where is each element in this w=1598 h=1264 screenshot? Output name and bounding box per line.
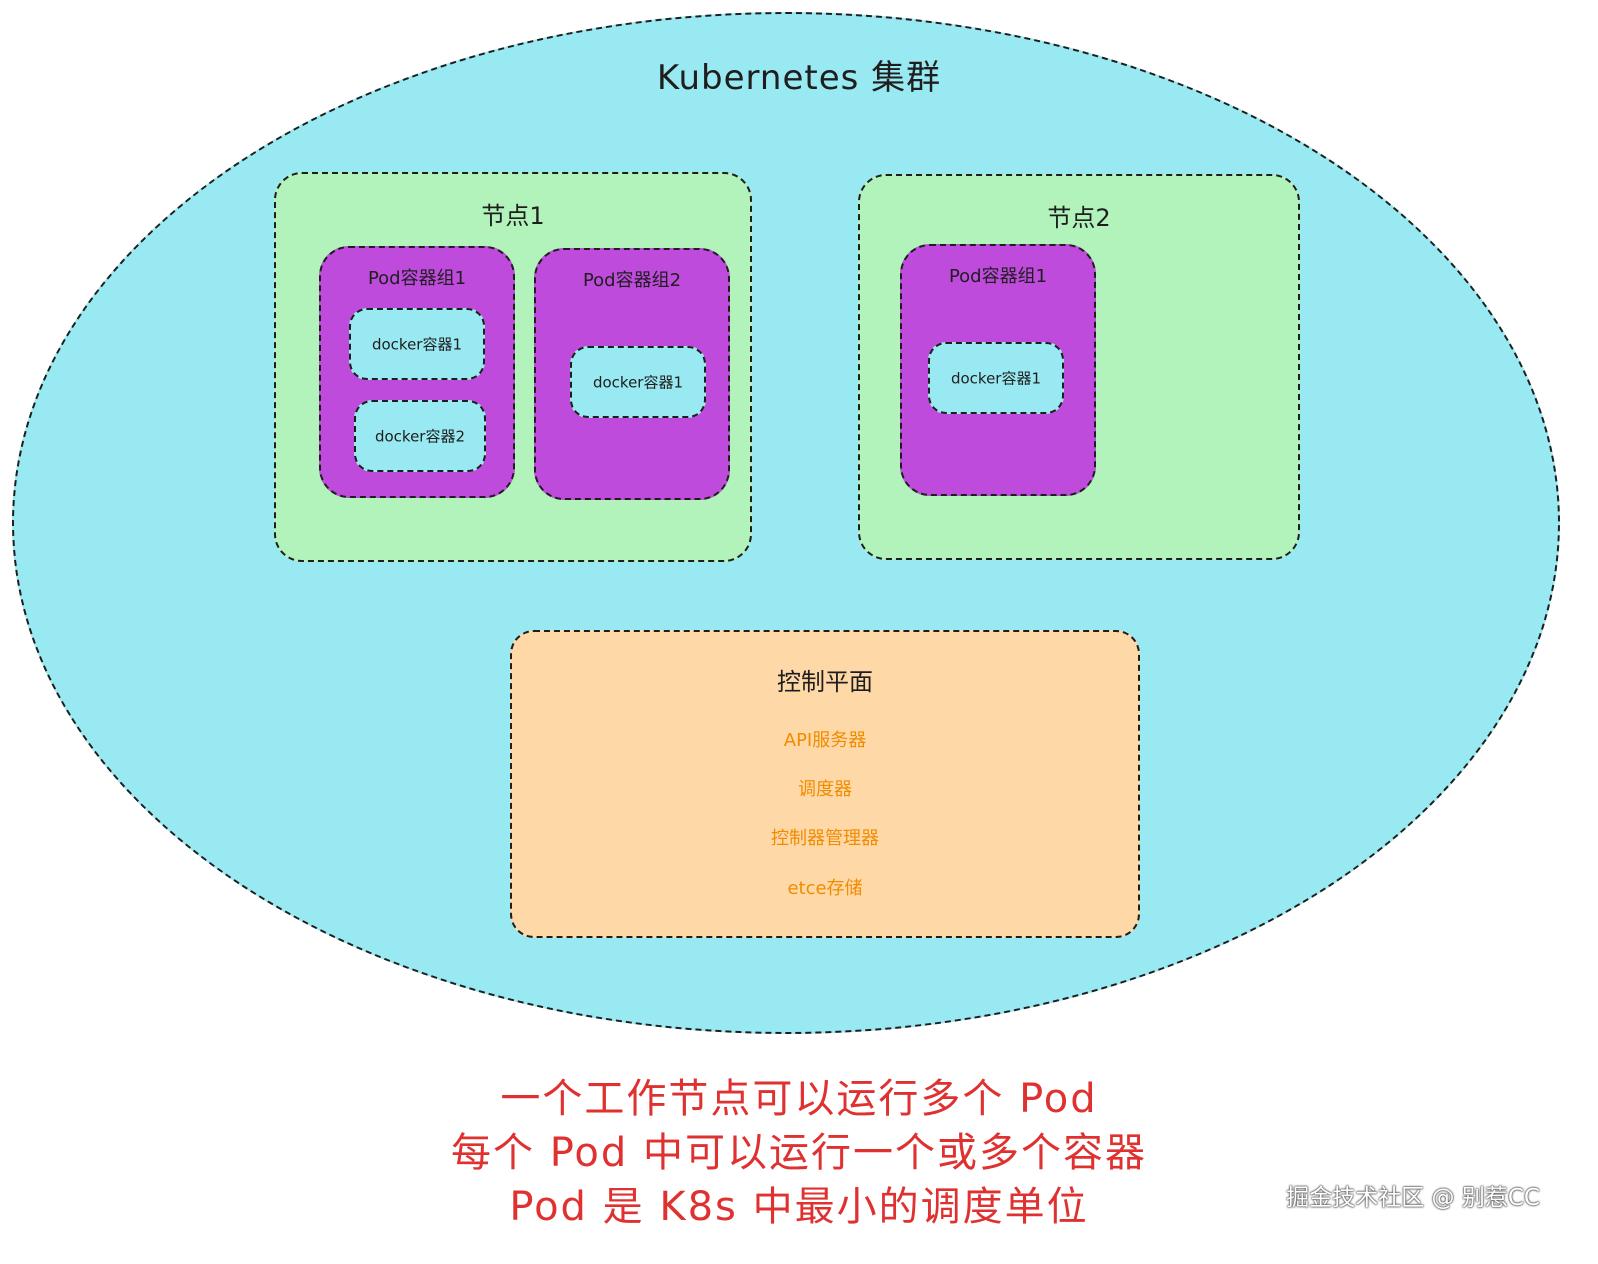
container-label: docker容器1 [950,369,1042,388]
control-plane-title: 控制平面 [777,668,873,696]
node-2-pod-1-container-1: docker容器1 [928,342,1064,414]
cluster-title: Kubernetes 集群 [656,58,942,98]
pod-label: Pod容器组2 [582,270,682,291]
node-1-pod-1-container-1: docker容器1 [349,308,485,380]
caption-line-2: 每个 Pod 中可以运行一个或多个容器 [451,1130,1147,1176]
caption-line-3: Pod 是 K8s 中最小的调度单位 [509,1184,1089,1230]
control-plane: 控制平面 API服务器 调度器 控制器管理器 etce存储 [510,630,1140,938]
node-1-pod-1: Pod容器组1 docker容器1 docker容器2 [319,246,515,498]
node-1: 节点1 Pod容器组1 docker容器1 docker容器2 Pod容器组2 … [274,172,752,562]
control-plane-item-etcd-storage: etce存储 [787,878,863,899]
control-plane-item-api-server: API服务器 [783,730,867,751]
node-1-pod-2: Pod容器组2 docker容器1 [534,248,730,500]
pod-label: Pod容器组1 [367,268,467,289]
control-plane-item-controller-manager: 控制器管理器 [771,828,879,849]
node-1-label: 节点1 [481,202,545,230]
control-plane-item-scheduler: 调度器 [798,779,852,800]
container-label: docker容器1 [592,373,684,392]
watermark: 掘金技术社区 @ 别惹CC [1286,1185,1540,1211]
container-label: docker容器2 [374,427,466,446]
node-1-pod-2-container-1: docker容器1 [570,346,706,418]
caption-line-1: 一个工作节点可以运行多个 Pod [500,1076,1098,1122]
node-2-label: 节点2 [1047,204,1111,232]
container-label: docker容器1 [371,335,463,354]
node-2-pod-1: Pod容器组1 docker容器1 [900,244,1096,496]
node-2: 节点2 Pod容器组1 docker容器1 [858,174,1300,560]
pod-label: Pod容器组1 [948,266,1048,287]
node-1-pod-1-container-2: docker容器2 [354,400,486,472]
